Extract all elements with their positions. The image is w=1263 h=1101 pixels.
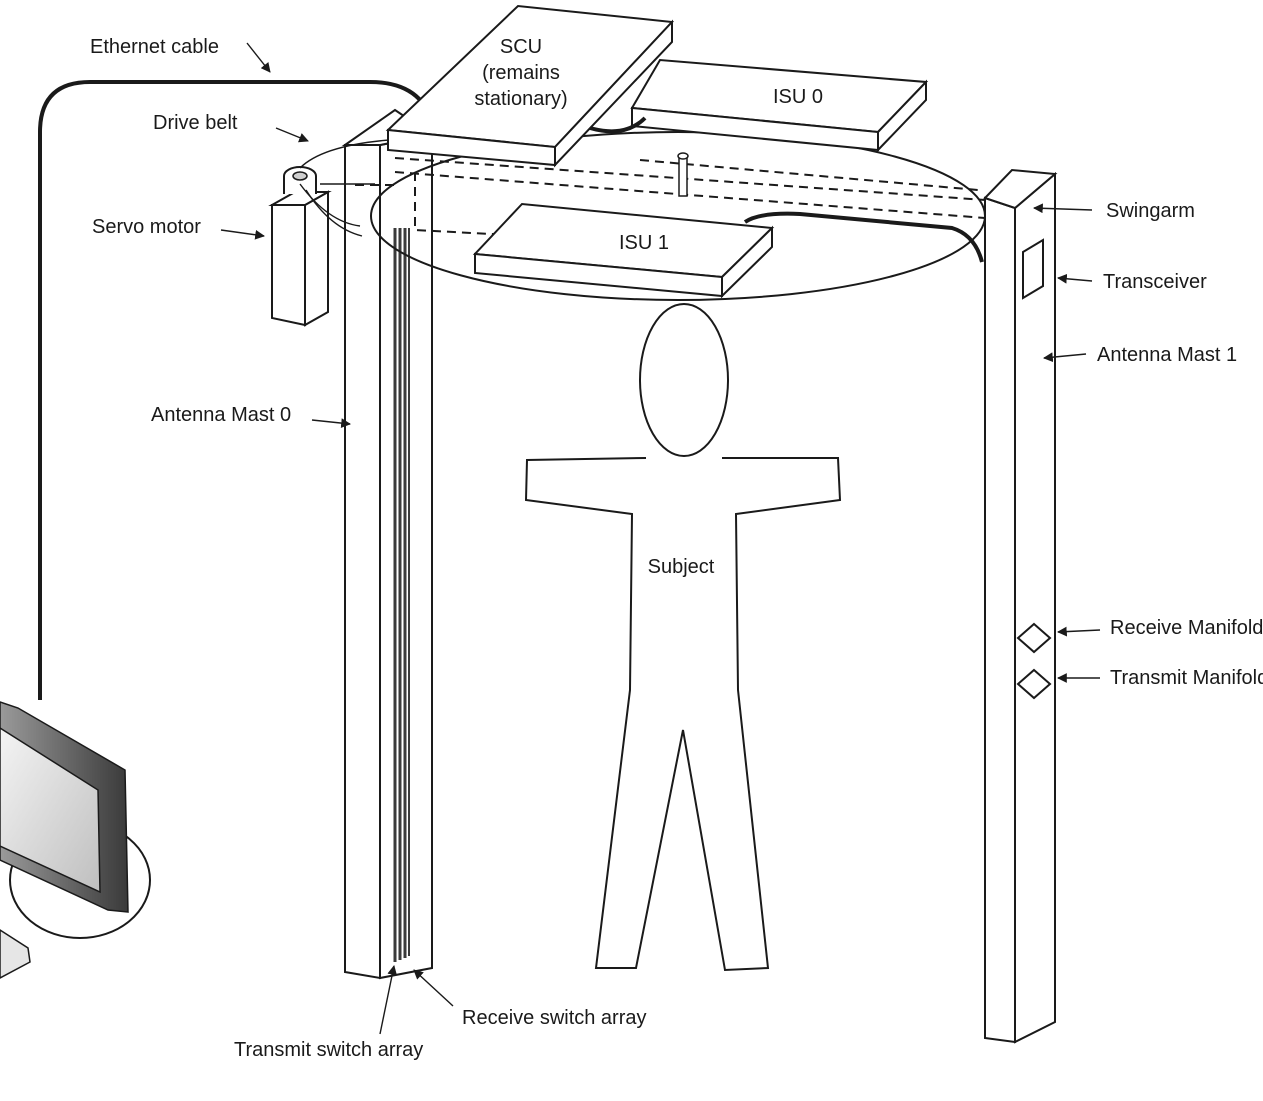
scu-box [385,4,675,168]
label-transmit-switch-array: Transmit switch array [234,1039,423,1061]
label-receive-switch-array: Receive switch array [462,1007,647,1029]
label-scu: SCU [500,36,542,58]
isu-mast-cable [743,211,984,263]
servo-motor [268,166,332,327]
transmit-manifold-icon [1016,668,1052,700]
isu-1-box [472,202,775,299]
drive-belt [299,137,441,237]
antenna-mast-0 [341,108,435,980]
label-antenna-mast-0: Antenna Mast 0 [151,404,291,426]
computer-monitor-icon [0,701,151,979]
central-pivot [677,152,689,197]
switch-arrays [393,228,410,962]
label-antenna-mast-1: Antenna Mast 1 [1097,344,1237,366]
label-transmit-manifold: Transmit Manifold [1110,667,1263,689]
leader-arrows [220,42,1101,1035]
label-isu-1: ISU 1 [619,232,669,254]
label-subject: Subject [648,556,715,578]
label-transceiver: Transceiver [1103,271,1207,293]
antenna-mast-1 [983,168,1058,1044]
label-scu-note-1: (remains [482,62,560,84]
label-swingarm: Swingarm [1106,200,1195,222]
label-ethernet-cable: Ethernet cable [90,36,219,58]
scu-isu0-cable [589,116,647,134]
subject-figure [524,303,842,972]
label-isu-0: ISU 0 [773,86,823,108]
isu-0-box [630,58,929,153]
label-receive-manifold: Receive Manifold [1110,617,1263,639]
label-drive-belt: Drive belt [153,112,238,134]
label-scu-note-2: stationary) [474,88,567,110]
label-servo-motor: Servo motor [92,216,201,238]
transceiver-icon [1022,238,1044,300]
receive-manifold-icon [1016,622,1052,654]
